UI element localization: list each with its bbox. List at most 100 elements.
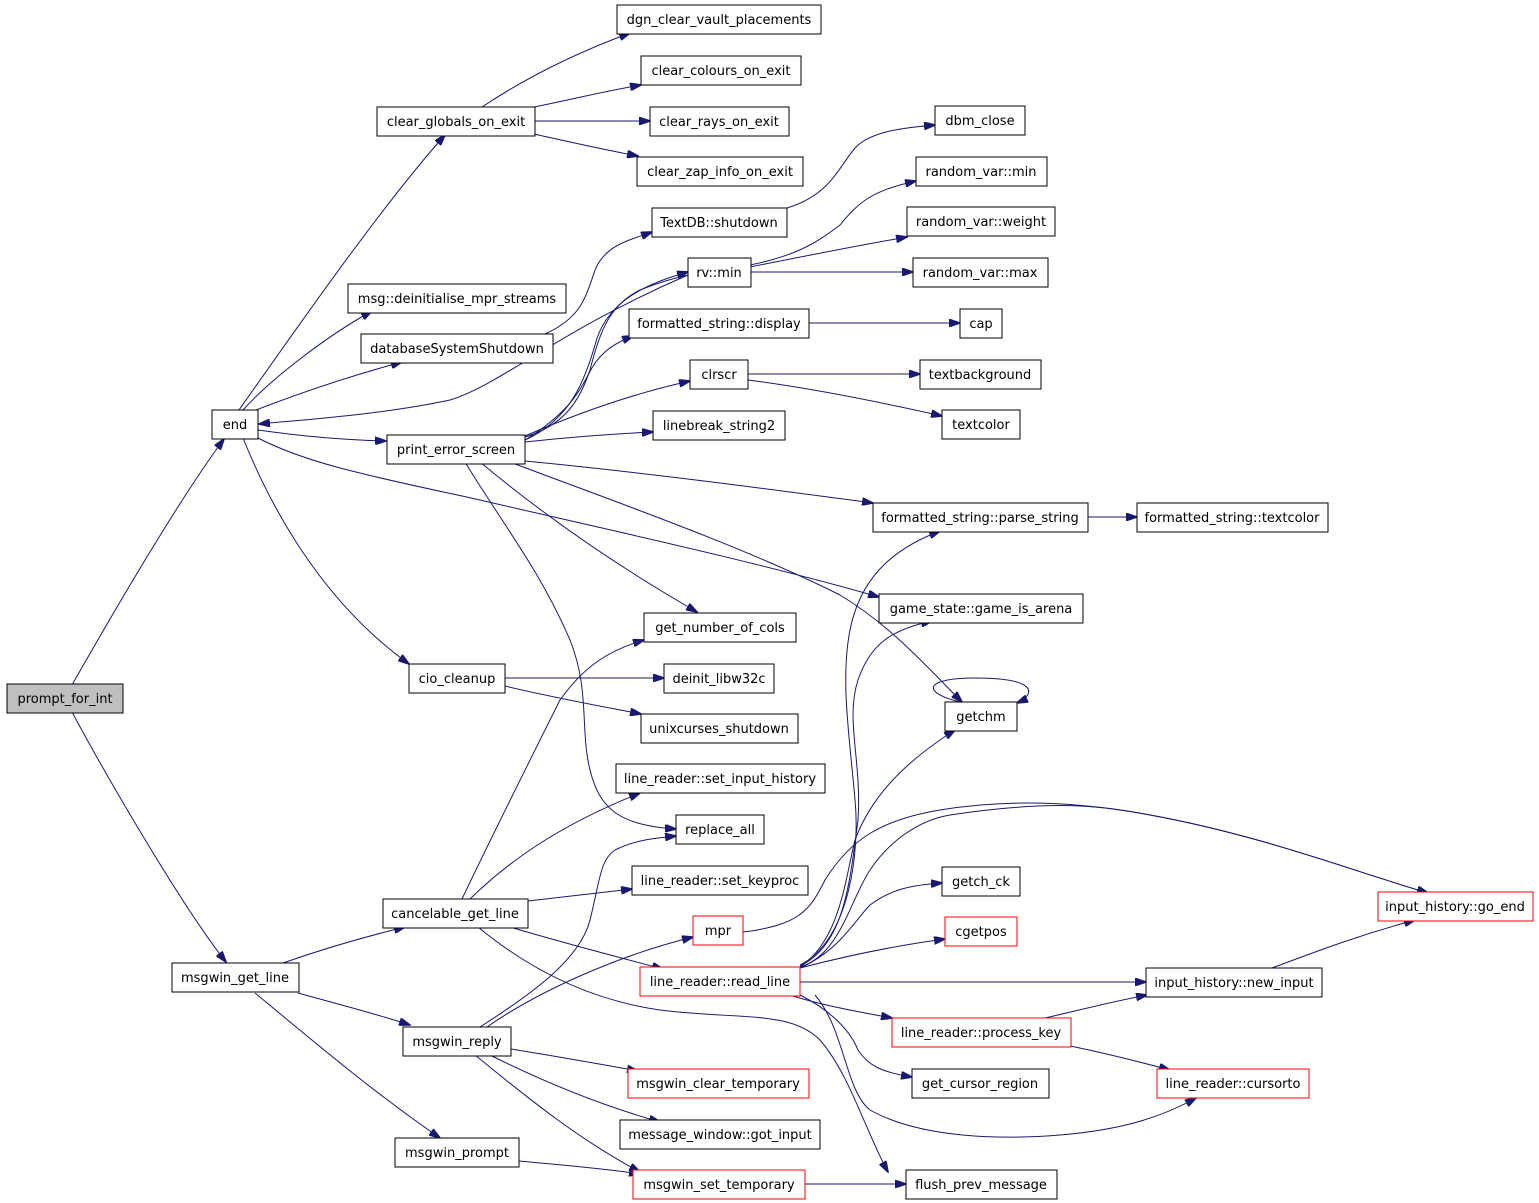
node-prompt_for_int[interactable]: prompt_for_int: [6, 683, 124, 714]
edge-line_reader_read_line-to-line_reader_cursorto: [814, 994, 1196, 1138]
node-getch_ck[interactable]: getch_ck: [941, 866, 1021, 897]
node-clear_rays_on_exit[interactable]: clear_rays_on_exit: [649, 106, 790, 137]
node-label: get_cursor_region: [922, 1077, 1038, 1092]
node-msgwin_reply[interactable]: msgwin_reply: [402, 1026, 512, 1057]
node-label: dbm_close: [945, 114, 1014, 129]
node-msgwin_clear_temporary[interactable]: msgwin_clear_temporary: [627, 1068, 810, 1099]
edge-msgwin_prompt-to-msgwin_set_temporary: [518, 1160, 640, 1174]
edge-msgwin_reply-to-mpr: [486, 937, 693, 1028]
edge-prompt_for_int-to-end: [71, 439, 224, 686]
edge-cio_cleanup-to-unixcurses_shutdown: [504, 685, 641, 714]
node-label: cgetpos: [955, 925, 1007, 940]
node-label: replace_all: [685, 823, 755, 838]
node-get_cursor_region[interactable]: get_cursor_region: [911, 1068, 1050, 1099]
node-getchm[interactable]: getchm: [944, 701, 1018, 732]
edge-msgwin_reply-to-replace_all: [479, 836, 676, 1028]
edges-layer: [71, 33, 1428, 1184]
edge-clear_globals_on_exit-to-clear_colours_on_exit: [533, 85, 641, 108]
node-line_reader_set_input_history[interactable]: line_reader::set_input_history: [615, 763, 826, 794]
node-cap[interactable]: cap: [959, 308, 1003, 339]
edge-end-to-databaseSystemShutdown: [255, 362, 402, 411]
node-clear_colours_on_exit[interactable]: clear_colours_on_exit: [640, 55, 802, 86]
node-formatted_string_parse_string[interactable]: formatted_string::parse_string: [872, 502, 1089, 533]
node-label: TextDB::shutdown: [659, 216, 777, 231]
node-random_var_min[interactable]: random_var::min: [915, 156, 1048, 187]
node-msg_deinitialise_mpr_streams[interactable]: msg::deinitialise_mpr_streams: [347, 283, 567, 314]
edge-line_reader_read_line-to-formatted_string_parse_string: [799, 531, 940, 966]
node-linebreak_string2[interactable]: linebreak_string2: [652, 410, 786, 441]
node-label: end: [223, 418, 248, 433]
node-label: textcolor: [952, 418, 1010, 433]
node-formatted_string_display[interactable]: formatted_string::display: [628, 308, 810, 339]
edge-print_error_screen-to-formatted_string_parse_string: [524, 460, 873, 503]
node-random_var_max[interactable]: random_var::max: [912, 257, 1049, 288]
node-clear_globals_on_exit[interactable]: clear_globals_on_exit: [376, 106, 536, 137]
node-line_reader_cursorto[interactable]: line_reader::cursorto: [1156, 1068, 1310, 1099]
edge-line_reader_read_line-to-getch_ck: [799, 883, 942, 969]
edge-input_history_new_input-to-input_history_go_end: [1271, 920, 1415, 969]
node-label: print_error_screen: [397, 443, 515, 458]
node-rv_min[interactable]: rv::min: [687, 257, 752, 288]
node-deinit_libw32c[interactable]: deinit_libw32c: [663, 663, 775, 694]
node-clear_zap_info_on_exit[interactable]: clear_zap_info_on_exit: [636, 156, 804, 187]
node-msgwin_prompt[interactable]: msgwin_prompt: [394, 1137, 520, 1168]
node-label: textbackground: [929, 368, 1032, 383]
node-replace_all[interactable]: replace_all: [675, 814, 765, 845]
edge-databaseSystemShutdown-to-TextDB_shutdown: [544, 232, 652, 335]
node-textcolor[interactable]: textcolor: [941, 409, 1021, 440]
node-flush_prev_message[interactable]: flush_prev_message: [905, 1169, 1058, 1200]
node-label: get_number_of_cols: [655, 621, 785, 636]
node-formatted_string_textcolor[interactable]: formatted_string::textcolor: [1136, 502, 1329, 533]
node-unixcurses_shutdown[interactable]: unixcurses_shutdown: [640, 713, 799, 744]
node-end[interactable]: end: [211, 409, 259, 440]
node-msgwin_set_temporary[interactable]: msgwin_set_temporary: [632, 1169, 806, 1200]
node-line_reader_read_line[interactable]: line_reader::read_line: [639, 966, 801, 997]
node-label: clrscr: [701, 368, 737, 383]
node-label: databaseSystemShutdown: [370, 342, 544, 357]
edge-msgwin_reply-to-msgwin_clear_temporary: [510, 1048, 638, 1071]
node-cio_cleanup[interactable]: cio_cleanup: [408, 663, 506, 694]
edge-print_error_screen-to-get_number_of_cols: [479, 461, 697, 612]
node-label: getch_ck: [952, 875, 1010, 890]
edge-clear_globals_on_exit-to-dgn_clear_vault_placements: [481, 33, 630, 108]
node-line_reader_set_keyproc[interactable]: line_reader::set_keyproc: [631, 865, 809, 896]
node-dgn_clear_vault_placements[interactable]: dgn_clear_vault_placements: [616, 4, 822, 35]
edge-prompt_for_int-to-msgwin_get_line: [71, 711, 226, 962]
node-label: clear_globals_on_exit: [387, 115, 525, 130]
node-input_history_new_input[interactable]: input_history::new_input: [1145, 967, 1323, 998]
node-print_error_screen[interactable]: print_error_screen: [386, 434, 526, 465]
edge-end-to-clear_globals_on_exit: [238, 135, 445, 411]
node-msgwin_get_line[interactable]: msgwin_get_line: [171, 962, 300, 993]
node-label: input_history::new_input: [1154, 976, 1313, 991]
edge-print_error_screen-to-clrscr: [524, 381, 690, 437]
edge-line_reader_read_line-to-getchm: [799, 730, 955, 968]
node-mpr[interactable]: mpr: [692, 915, 744, 946]
node-line_reader_process_key[interactable]: line_reader::process_key: [891, 1017, 1072, 1048]
node-databaseSystemShutdown[interactable]: databaseSystemShutdown: [360, 333, 554, 364]
node-textbackground[interactable]: textbackground: [919, 359, 1042, 390]
node-label: getchm: [956, 710, 1005, 725]
node-random_var_weight[interactable]: random_var::weight: [906, 206, 1056, 237]
node-cgetpos[interactable]: cgetpos: [944, 916, 1018, 947]
edge-line_reader_read_line-to-get_cursor_region: [799, 994, 912, 1077]
edge-print_error_screen-to-linebreak_string2: [524, 432, 653, 443]
edge-print_error_screen-to-rv_min: [524, 272, 688, 441]
node-label: line_reader::set_keyproc: [641, 874, 800, 889]
node-get_number_of_cols[interactable]: get_number_of_cols: [643, 612, 797, 643]
edge-rv_min-to-random_var_weight: [749, 237, 907, 268]
edge-mpr-to-input_history_go_end: [742, 802, 1428, 933]
node-dbm_close[interactable]: dbm_close: [934, 105, 1026, 136]
node-cancelable_get_line[interactable]: cancelable_get_line: [382, 898, 529, 929]
node-clrscr[interactable]: clrscr: [689, 359, 749, 390]
node-game_state_game_is_arena[interactable]: game_state::game_is_arena: [878, 593, 1084, 624]
edge-rv_min-to-random_var_min: [749, 181, 916, 266]
node-input_history_go_end[interactable]: input_history::go_end: [1377, 891, 1534, 922]
edge-line_reader_read_line-to-line_reader_process_key: [789, 994, 892, 1018]
node-label: msg::deinitialise_mpr_streams: [358, 292, 557, 307]
edge-print_error_screen-to-formatted_string_display: [524, 336, 633, 441]
node-label: rv::min: [696, 266, 742, 281]
edge-line_reader_process_key-to-input_history_new_input: [1044, 995, 1147, 1019]
node-TextDB_shutdown[interactable]: TextDB::shutdown: [651, 207, 788, 238]
node-message_window_got_input[interactable]: message_window::got_input: [619, 1119, 821, 1150]
node-label: prompt_for_int: [17, 692, 112, 707]
